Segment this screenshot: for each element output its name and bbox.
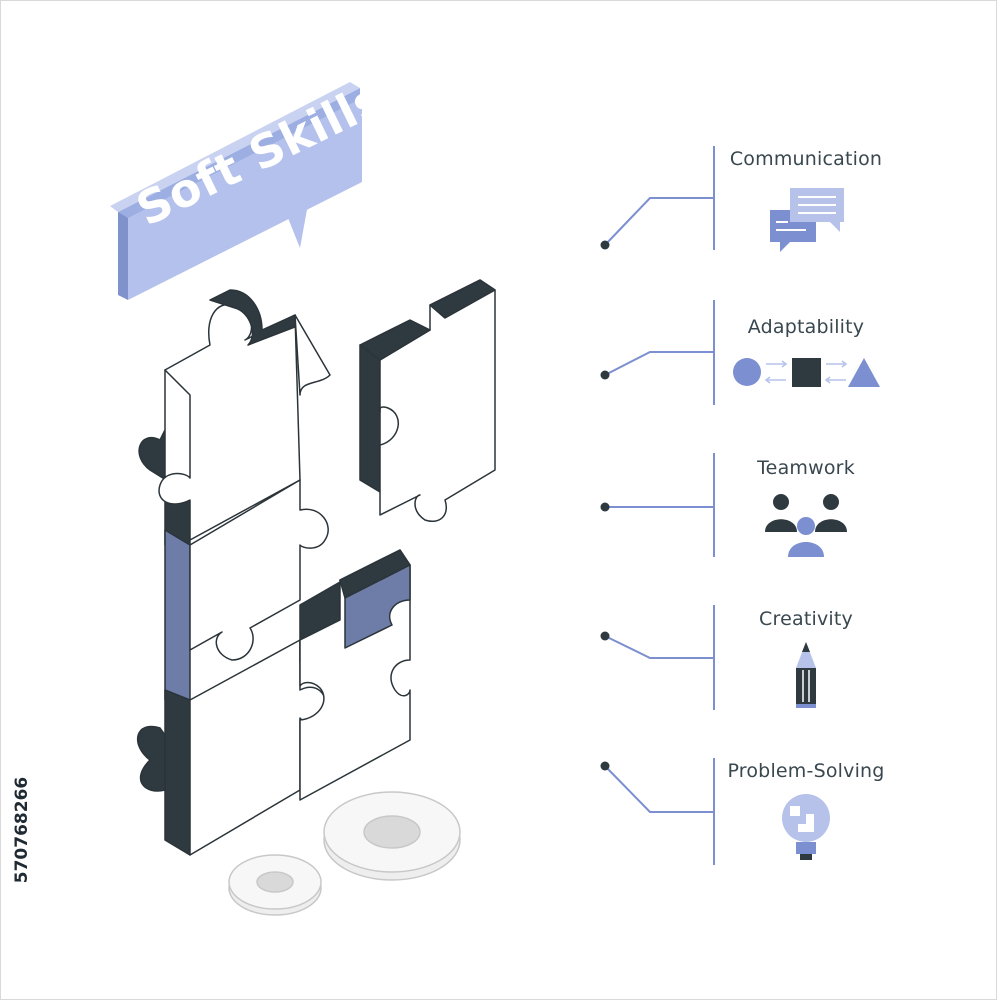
gears: [228, 791, 461, 916]
stock-id-text: 570768266: [12, 776, 32, 884]
skill-label-teamwork: Teamwork: [757, 457, 855, 479]
skill-label-adaptability: Adaptability: [747, 316, 865, 338]
lightbulb-puzzle-icon: [782, 794, 830, 860]
connector-dots: [600, 240, 610, 771]
skill-label-problem-solving: Problem-Solving: [727, 760, 885, 782]
speech-bubbles-icon: [770, 188, 844, 252]
skill-label-creativity: Creativity: [759, 608, 853, 630]
pencil-icon: [796, 642, 816, 708]
connector-lines: [604, 146, 715, 865]
stock-id-watermark: 570768266: [2, 760, 42, 900]
shape-change-icon: [733, 358, 880, 387]
skill-label-communication: Communication: [729, 148, 883, 170]
puzzle-stack: [136, 279, 496, 856]
team-people-icon: [765, 494, 847, 557]
speech-bubble-badge: [110, 82, 362, 300]
